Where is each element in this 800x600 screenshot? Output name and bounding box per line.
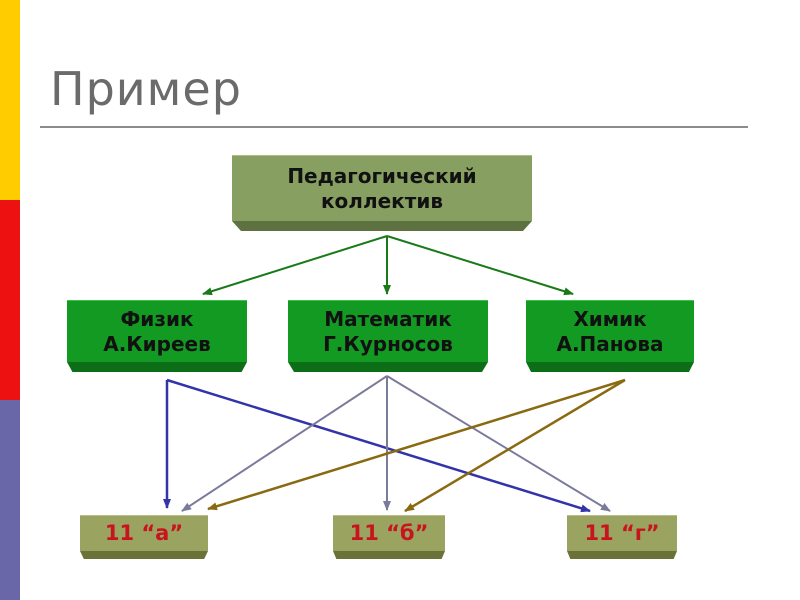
link-chemist-to-class-b bbox=[404, 378, 626, 513]
node-physicist: Физик А.Киреев bbox=[67, 300, 247, 362]
link-root-to-physicist bbox=[202, 235, 388, 296]
node-physicist-subject: Физик bbox=[120, 306, 194, 331]
node-chemist: Химик А.Панова bbox=[526, 300, 694, 362]
node-class-g: 11 “г” bbox=[567, 515, 677, 551]
side-accent-blue bbox=[0, 400, 20, 600]
node-class-g-label: 11 “г” bbox=[584, 521, 660, 546]
node-teaching-staff: Педагогический коллектив bbox=[232, 155, 532, 221]
link-mathematician-to-class-g bbox=[386, 375, 611, 512]
node-class-b-label: 11 “б” bbox=[349, 521, 429, 546]
link-physicist-to-class-g bbox=[166, 378, 591, 513]
link-root-to-chemist bbox=[386, 235, 574, 296]
node-class-b: 11 “б” bbox=[333, 515, 445, 551]
link-chemist-to-class-a bbox=[207, 378, 626, 511]
node-mathematician: Математик Г.Курносов bbox=[288, 300, 488, 362]
node-chemist-subject: Химик bbox=[573, 306, 647, 331]
node-mathematician-name: Г.Курносов bbox=[323, 331, 453, 356]
node-chemist-name: А.Панова bbox=[556, 331, 664, 356]
title-divider bbox=[40, 126, 748, 128]
node-physicist-name: А.Киреев bbox=[103, 331, 211, 356]
link-mathematician-to-class-a bbox=[181, 375, 388, 512]
node-mathematician-subject: Математик bbox=[324, 306, 452, 331]
node-class-a-label: 11 “а” bbox=[104, 521, 184, 546]
node-class-a: 11 “а” bbox=[80, 515, 208, 551]
slide-title: Пример bbox=[50, 62, 242, 116]
node-teaching-staff-line1: Педагогический bbox=[287, 163, 477, 188]
side-accent-yellow bbox=[0, 0, 20, 200]
node-teaching-staff-line2: коллектив bbox=[320, 188, 443, 213]
side-accent-red bbox=[0, 200, 20, 400]
